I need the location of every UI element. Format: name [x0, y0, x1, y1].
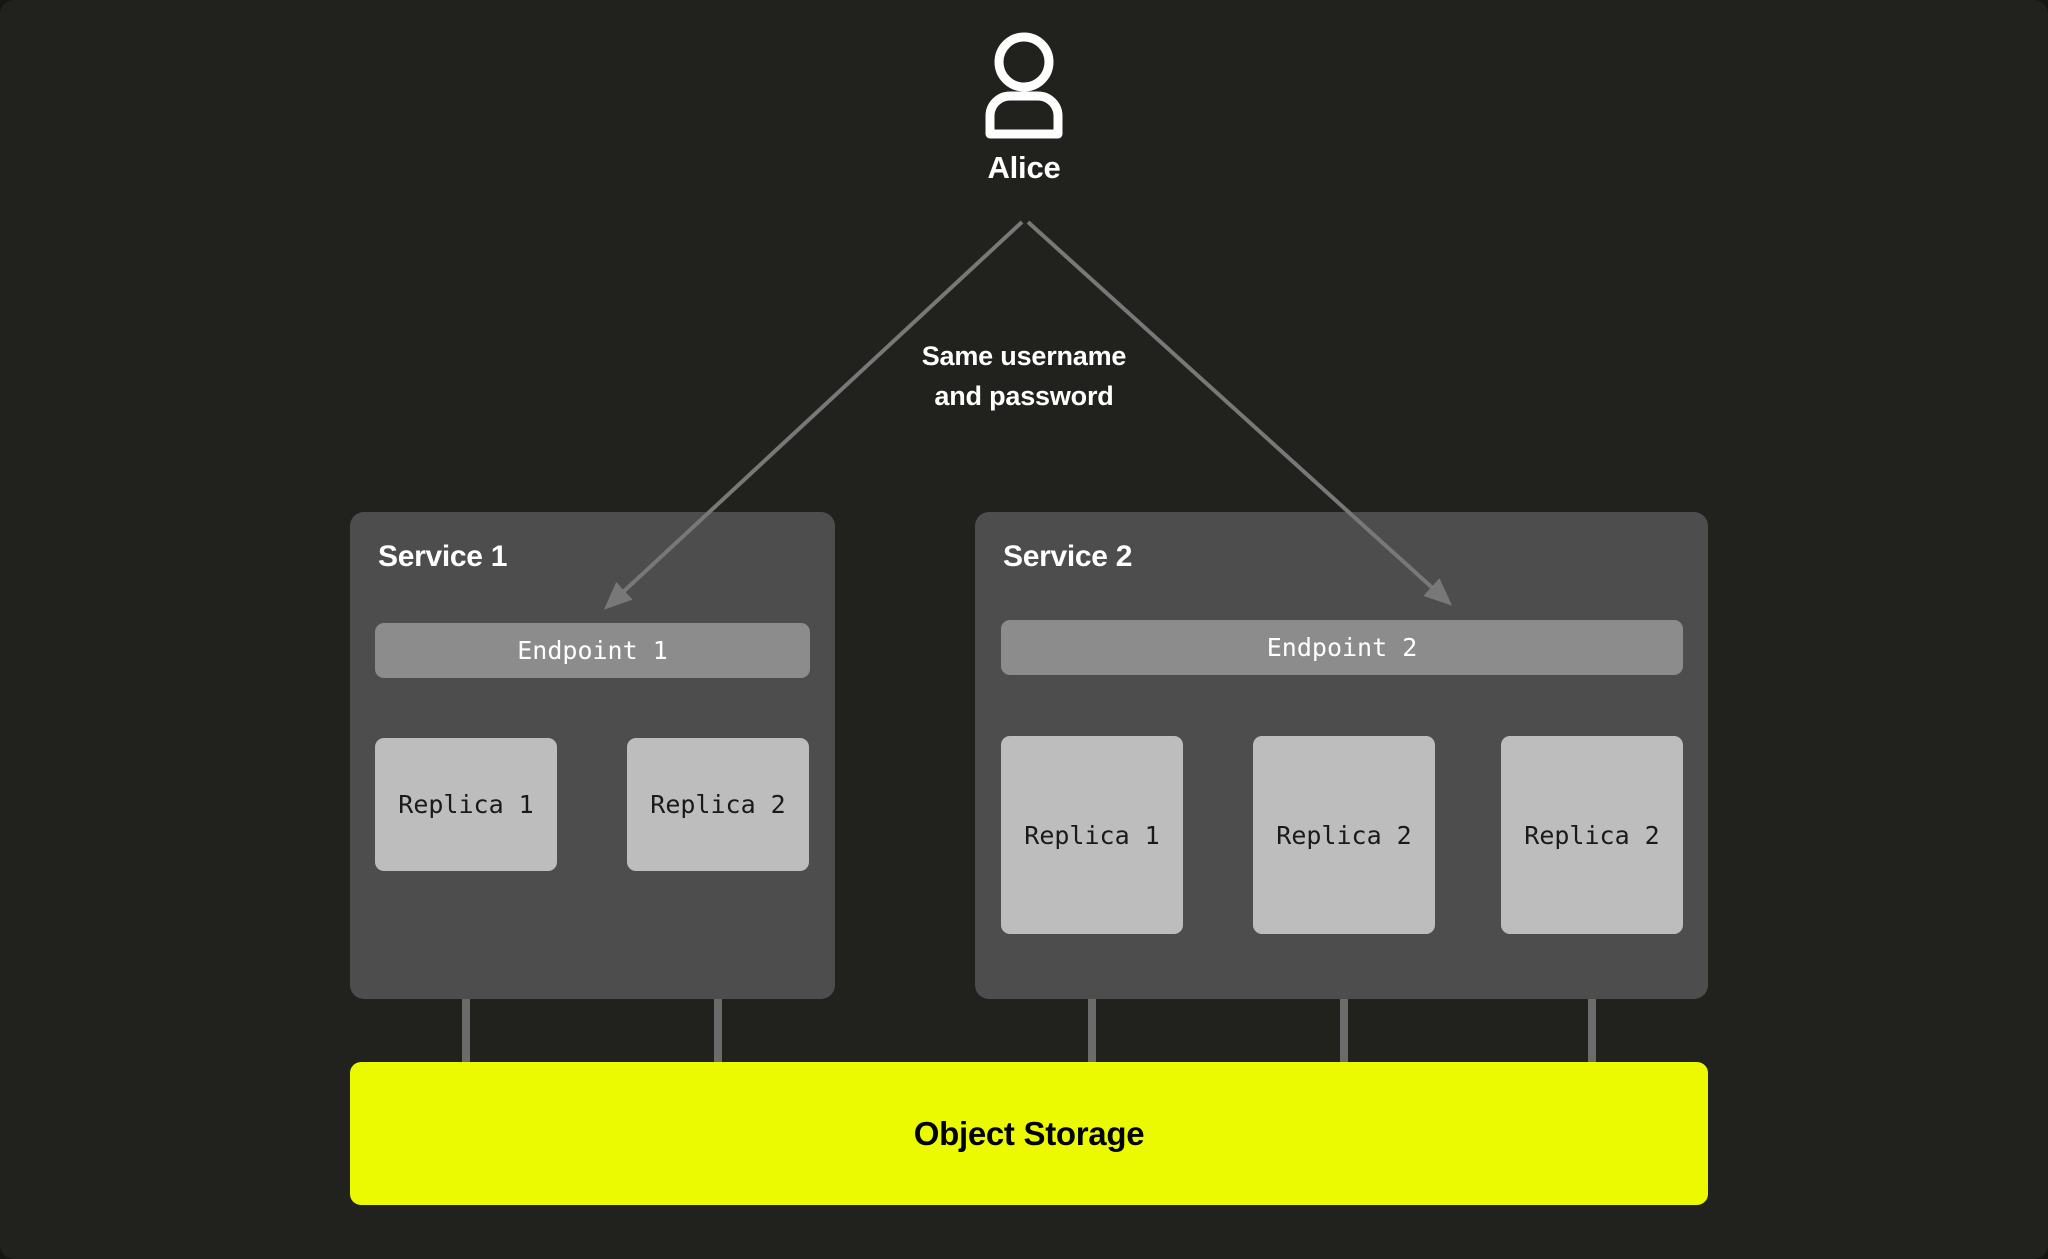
endpoint-node-1[interactable]: Endpoint 1	[375, 623, 810, 678]
actor-label: Alice	[987, 150, 1061, 185]
user-icon	[985, 32, 1063, 139]
actor-alice[interactable]: Alice	[0, 30, 2048, 186]
service-title: Service 1	[378, 540, 508, 573]
arrow-alice-to-endpoint-1	[603, 220, 1024, 610]
endpoint-label: Endpoint 2	[1266, 633, 1418, 662]
endpoint-label: Endpoint 1	[517, 636, 668, 665]
endpoint-node-2[interactable]: Endpoint 2	[1001, 620, 1683, 675]
replica-node[interactable]: Replica 2	[1501, 736, 1683, 934]
replica-label: Replica 1	[398, 790, 534, 819]
replica-label: Replica 2	[1276, 820, 1412, 850]
object-storage-label: Object Storage	[913, 1114, 1145, 1152]
service-title: Service 2	[1003, 540, 1133, 573]
replica-label: Replica 1	[1024, 820, 1160, 850]
edge-caption-line-2: and password	[934, 381, 1114, 411]
replica-node[interactable]: Replica 1	[375, 738, 557, 871]
replica-node[interactable]: Replica 2	[1253, 736, 1435, 934]
replica-label: Replica 2	[1524, 820, 1660, 850]
replica-label: Replica 2	[650, 790, 786, 819]
replica-node[interactable]: Replica 2	[627, 738, 809, 871]
edge-caption: Same username and password	[0, 336, 2048, 416]
replica-node[interactable]: Replica 1	[1001, 736, 1183, 934]
object-storage-node[interactable]: Object Storage	[350, 1062, 1708, 1205]
arrow-alice-to-endpoint-2	[1026, 220, 1453, 606]
edge-caption-line-1: Same username	[921, 341, 1127, 371]
